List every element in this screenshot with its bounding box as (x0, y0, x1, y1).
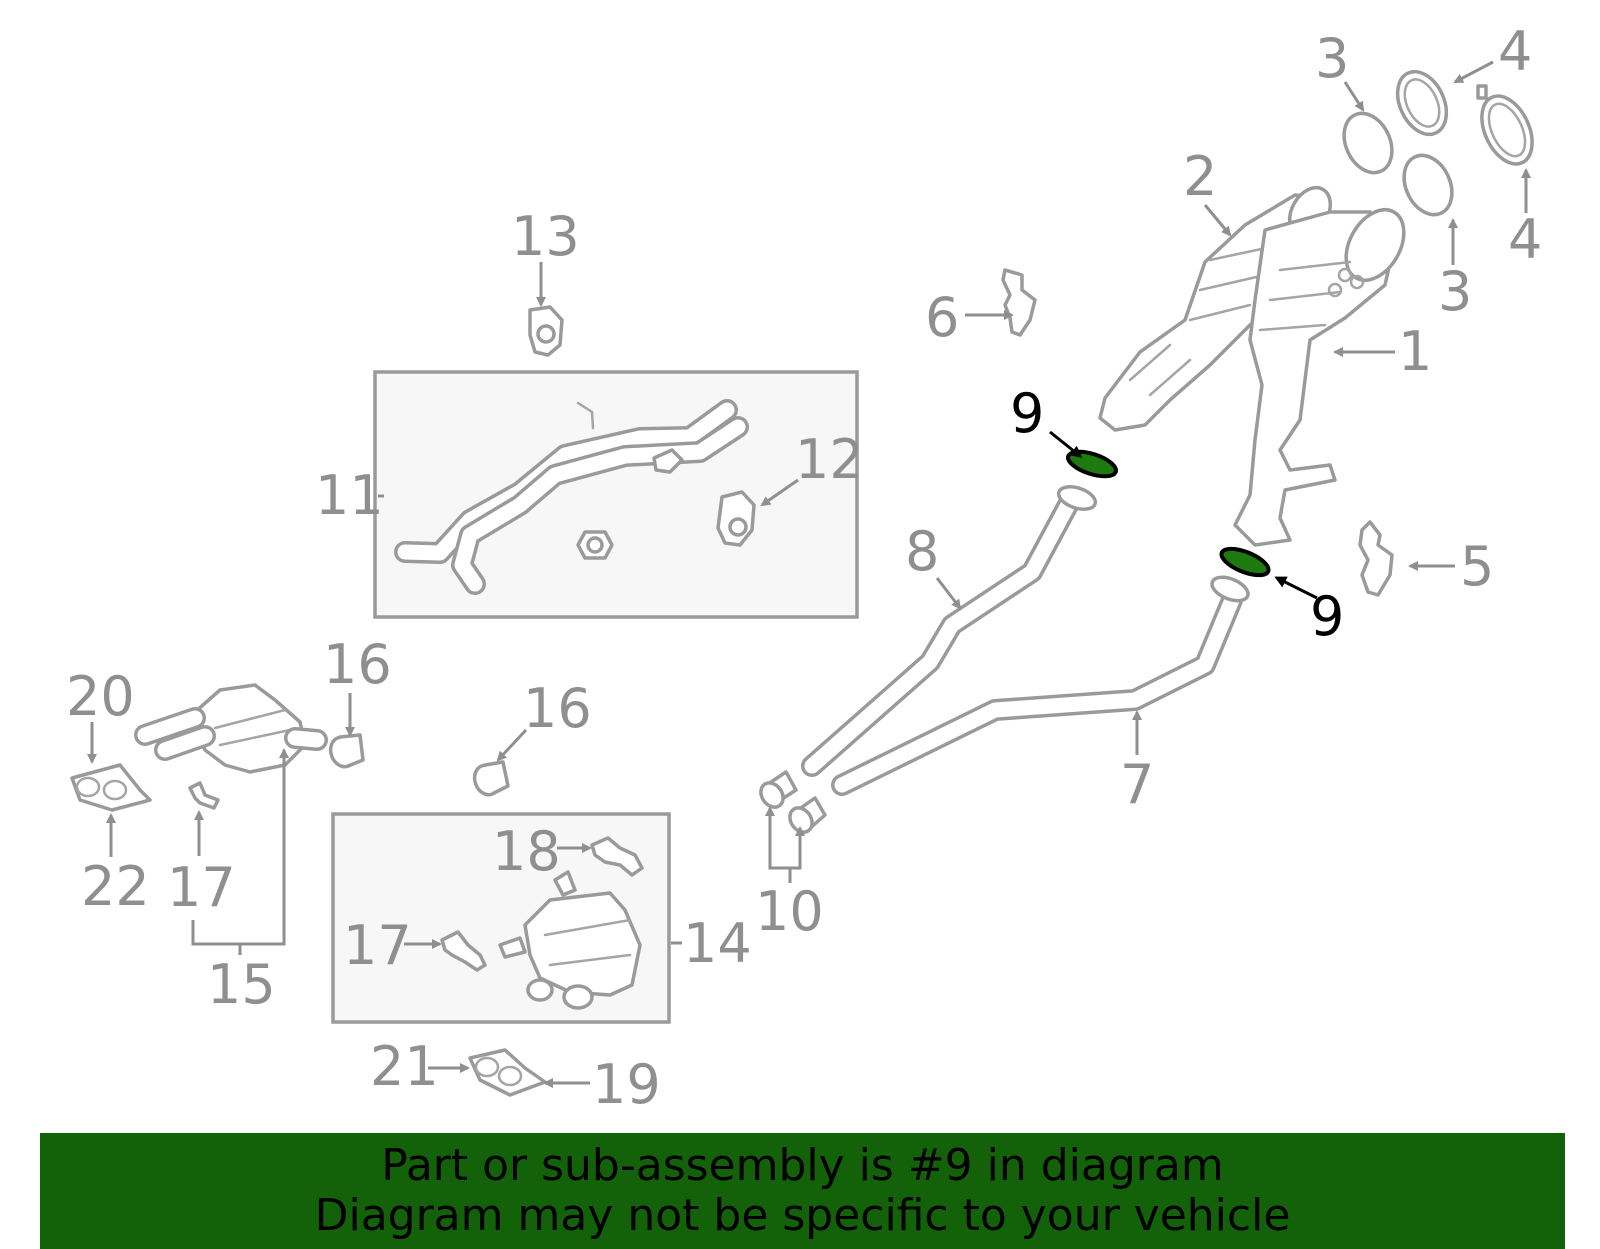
part-13-clamp (528, 305, 564, 357)
part-14-rear-muffler (498, 870, 642, 1010)
part-22-exhaust-tip (70, 763, 152, 812)
part-17-sensor-center (440, 930, 487, 972)
callout-17-center: 17 (343, 914, 412, 977)
callout-14: 14 (683, 912, 752, 975)
callout-10: 10 (755, 880, 824, 943)
callout-2: 2 (1183, 145, 1217, 208)
part-4-clamp-upper (1395, 69, 1449, 137)
part-19-exhaust-tip (468, 1048, 547, 1097)
part-7-front-pipe (831, 575, 1250, 796)
part-17-sensor-left (188, 781, 220, 810)
banner-disclaimer-line: Diagram may not be specific to your vehi… (314, 1190, 1291, 1241)
callout-labels: 1 2 3 3 4 4 5 6 7 8 9 9 10 11 12 13 14 1… (66, 20, 1542, 1116)
part-16-clamp-left (328, 733, 365, 769)
banner-part-line: Part or sub-assembly is #9 in diagram (381, 1140, 1224, 1191)
callout-9-lower: 9 (1310, 585, 1344, 648)
part-5-oxygen-sensor (1358, 520, 1394, 597)
part-15-rear-muffler (134, 683, 328, 774)
part-9-gasket-lower (1219, 546, 1271, 578)
part-11-assembly-box (373, 370, 859, 619)
callout-19: 19 (592, 1053, 661, 1116)
part-11-nut (576, 530, 614, 560)
callout-1: 1 (1398, 320, 1432, 383)
part-4-clamp-lower (1476, 84, 1534, 166)
part-6-oxygen-sensor (1001, 268, 1037, 337)
callout-18: 18 (492, 820, 561, 883)
callout-16-center: 16 (523, 677, 592, 740)
callout-4-lower: 4 (1508, 208, 1542, 271)
part-3-gasket-upper (1342, 111, 1394, 175)
callout-13: 13 (511, 205, 580, 268)
callout-7: 7 (1120, 753, 1154, 816)
callout-20: 20 (66, 665, 135, 728)
callout-8: 8 (905, 520, 939, 583)
part-8-front-pipe (801, 485, 1098, 777)
part-info-banner: Part or sub-assembly is #9 in diagram Di… (40, 1133, 1565, 1249)
callout-15: 15 (207, 953, 276, 1016)
callout-22: 22 (81, 855, 150, 918)
part-1-catalytic-converter (1233, 208, 1406, 547)
part-12-clamp (716, 490, 756, 547)
part-11-pipe-assembly (394, 399, 749, 595)
part-16-clamp-center (472, 760, 510, 797)
callout-3-upper: 3 (1315, 27, 1349, 90)
part-18-sensor (590, 836, 644, 877)
callout-17-left: 17 (167, 856, 236, 919)
callout-9-upper: 9 (1010, 382, 1044, 445)
callout-12: 12 (795, 428, 864, 491)
part-3-gasket-lower (1402, 153, 1454, 217)
part-10-clamp (759, 770, 827, 834)
callout-11: 11 (315, 464, 384, 527)
callout-5: 5 (1460, 535, 1494, 598)
callout-4-upper: 4 (1498, 20, 1532, 83)
callout-6: 6 (925, 286, 959, 349)
leader-lines (87, 60, 1531, 1088)
callout-16-left: 16 (323, 633, 392, 696)
callout-3-lower: 3 (1438, 260, 1472, 323)
callout-21: 21 (370, 1035, 439, 1098)
